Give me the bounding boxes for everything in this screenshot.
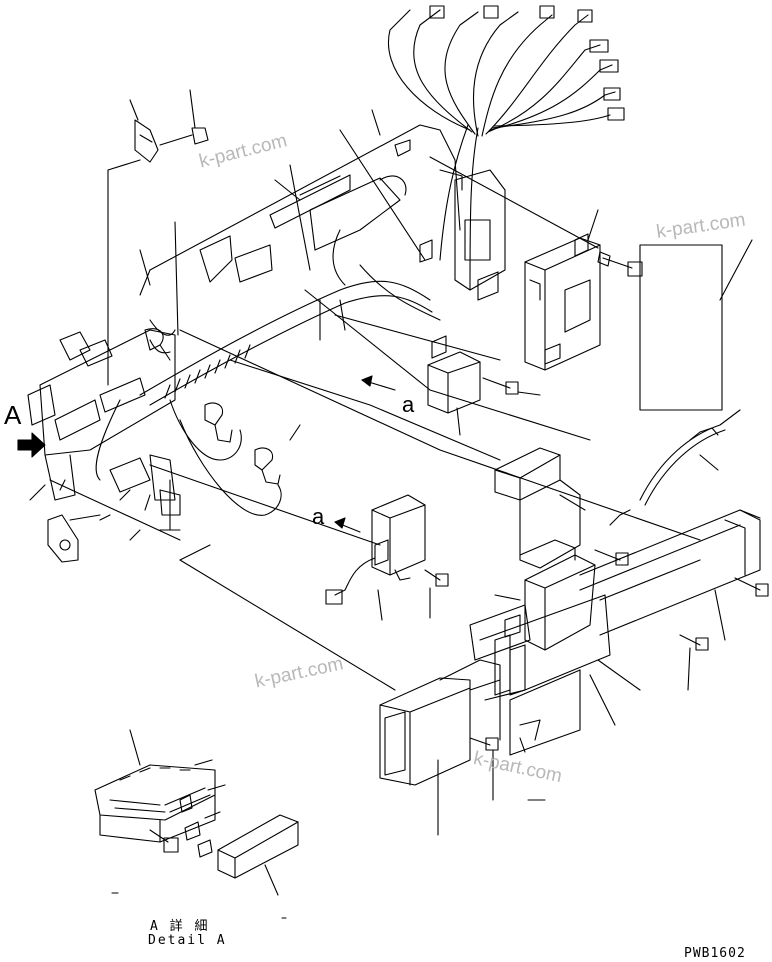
detail-a-fuse-box — [94, 729, 299, 896]
resistor-block — [427, 335, 519, 414]
bolts-duct — [469, 549, 769, 751]
frame-plate-upper — [139, 124, 463, 296]
drawing-code: PWB1602 — [684, 946, 746, 961]
bolt-controller — [597, 251, 643, 277]
arrow-label-upper: a — [402, 392, 415, 417]
harness-loops-left — [95, 399, 282, 516]
view-arrow — [17, 432, 46, 458]
cross-duct-assembly — [379, 447, 761, 786]
direction-arrows — [334, 375, 396, 533]
label-sheet — [639, 244, 723, 411]
wiring-harness-top — [388, 5, 625, 291]
view-label: A — [4, 400, 22, 430]
leader-lines — [49, 156, 701, 691]
detail-caption-jp: A 詳 細 — [150, 919, 210, 934]
relay-bracket — [419, 169, 506, 301]
controller-unit — [524, 233, 601, 371]
callout-lines — [29, 89, 753, 836]
left-bracket-plate — [27, 319, 181, 563]
relay-module — [325, 494, 449, 605]
arrow-label-lower: a — [312, 504, 325, 529]
side-harness-right — [609, 409, 741, 526]
detail-caption-en: Detail A — [148, 933, 227, 948]
harness-tube — [139, 229, 441, 406]
sensor-switches — [134, 119, 281, 485]
